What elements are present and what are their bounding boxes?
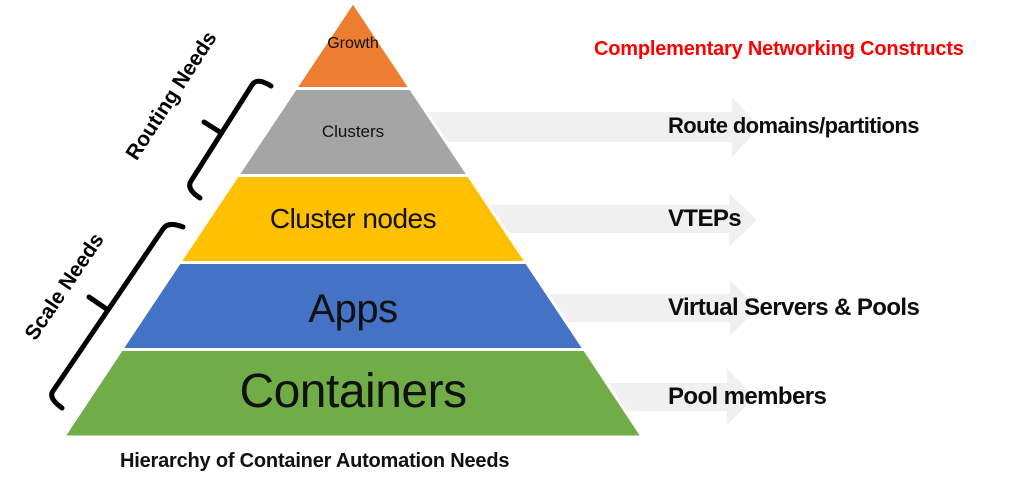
arrow-vteps — [470, 193, 757, 247]
arrow-virtual-servers — [530, 280, 758, 336]
diagram-caption: Hierarchy of Container Automation Needs — [120, 450, 510, 472]
scale-needs-bracket-tick — [86, 294, 111, 313]
bracket-group — [49, 78, 274, 411]
arrow-route-domains — [410, 97, 760, 157]
complementary-constructs-title: Complementary Networking Constructs — [594, 38, 964, 60]
label-cluster-nodes: Cluster nodes — [269, 203, 437, 234]
pyramid-level-containers — [62, 348, 644, 439]
arrow-pool-members — [590, 369, 755, 425]
label-route-domains: Route domains/partitions — [668, 113, 919, 138]
routing-needs-bracket-tick — [201, 119, 224, 136]
label-apps: Apps — [308, 287, 398, 331]
label-virtual-servers: Virtual Servers & Pools — [668, 294, 920, 321]
label-growth: Growth — [327, 35, 379, 52]
label-containers: Containers — [239, 365, 467, 418]
label-vteps: VTEPs — [668, 205, 742, 232]
arrow-group — [410, 97, 760, 425]
label-clusters: Clusters — [321, 122, 385, 141]
label-pool-members: Pool members — [668, 383, 827, 410]
pyramid — [62, 0, 644, 439]
